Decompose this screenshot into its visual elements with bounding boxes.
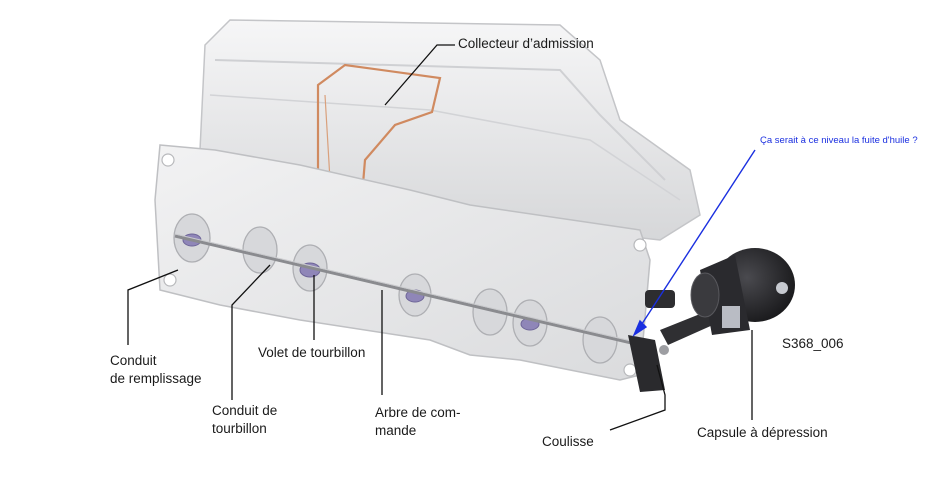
label-conduit-remplissage-line2: de remplissage <box>110 371 202 386</box>
label-conduit-tourbillon-line2: tourbillon <box>212 421 267 436</box>
label-volet: Volet de tourbillon <box>258 345 366 360</box>
label-collecteur: Collecteur d’admission <box>458 36 594 51</box>
label-coulisse: Coulisse <box>542 434 594 449</box>
leader-lines <box>127 44 753 431</box>
annotation-arrow <box>632 149 756 337</box>
vacuum-capsule <box>690 248 795 335</box>
plenum-ridge <box>214 59 666 181</box>
label-conduit-remplissage-line1: Conduit <box>110 353 157 368</box>
control-shaft <box>174 234 641 347</box>
bolt-holes <box>161 153 647 377</box>
label-capsule: Capsule à dépression <box>697 425 828 440</box>
label-reference: S368_006 <box>782 336 844 351</box>
label-arbre-line2: mande <box>375 423 417 438</box>
annotation-note: Ça serait à ce niveau la fuite d'huile ? <box>760 135 918 146</box>
label-arbre-line1: Arbre de com- <box>375 405 461 420</box>
label-conduit-tourbillon-line1: Conduit de <box>212 403 278 418</box>
plenum-ridge-lower <box>209 94 681 201</box>
